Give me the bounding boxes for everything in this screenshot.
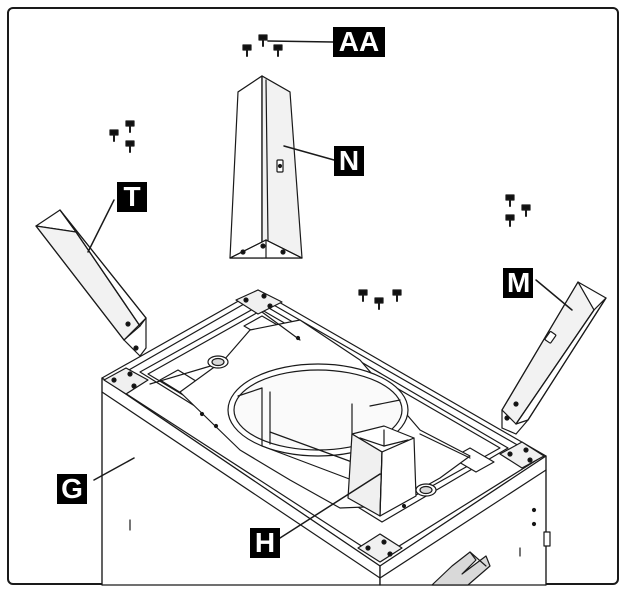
callout-m: M	[503, 268, 533, 298]
leader-line-h	[279, 473, 381, 539]
screw	[358, 289, 368, 302]
screw	[242, 44, 252, 57]
leader-line-aa	[267, 40, 334, 43]
leg-n	[229, 75, 335, 259]
screw-group-m	[505, 194, 531, 227]
screw-group-t	[109, 120, 135, 153]
screw	[258, 34, 268, 47]
leader-line-m	[535, 279, 573, 311]
corner-bracket	[499, 441, 545, 469]
leader-line-g	[93, 457, 135, 481]
callout-h: H	[250, 528, 280, 558]
callout-g: G	[57, 474, 87, 504]
screw	[521, 204, 531, 217]
screw	[392, 289, 402, 302]
screw	[125, 120, 135, 133]
screw-group-center	[358, 289, 402, 310]
cabinet-g	[93, 289, 551, 586]
screw-group-aa	[242, 34, 334, 57]
screw	[109, 129, 119, 142]
callout-t: T	[117, 182, 147, 212]
screw	[505, 194, 515, 207]
screw	[273, 44, 283, 57]
corner-bracket	[103, 367, 149, 395]
screw	[374, 297, 384, 310]
corner-bracket	[357, 533, 403, 563]
leg-t	[35, 199, 147, 357]
leg-m	[501, 279, 607, 435]
leader-line-n	[283, 145, 335, 161]
callout-n: N	[334, 146, 364, 176]
screw	[505, 214, 515, 227]
corner-bracket	[235, 289, 283, 315]
leader-line-t	[87, 199, 115, 253]
leg-h	[279, 425, 417, 539]
screw	[125, 140, 135, 153]
callout-aa: AA	[333, 27, 385, 57]
